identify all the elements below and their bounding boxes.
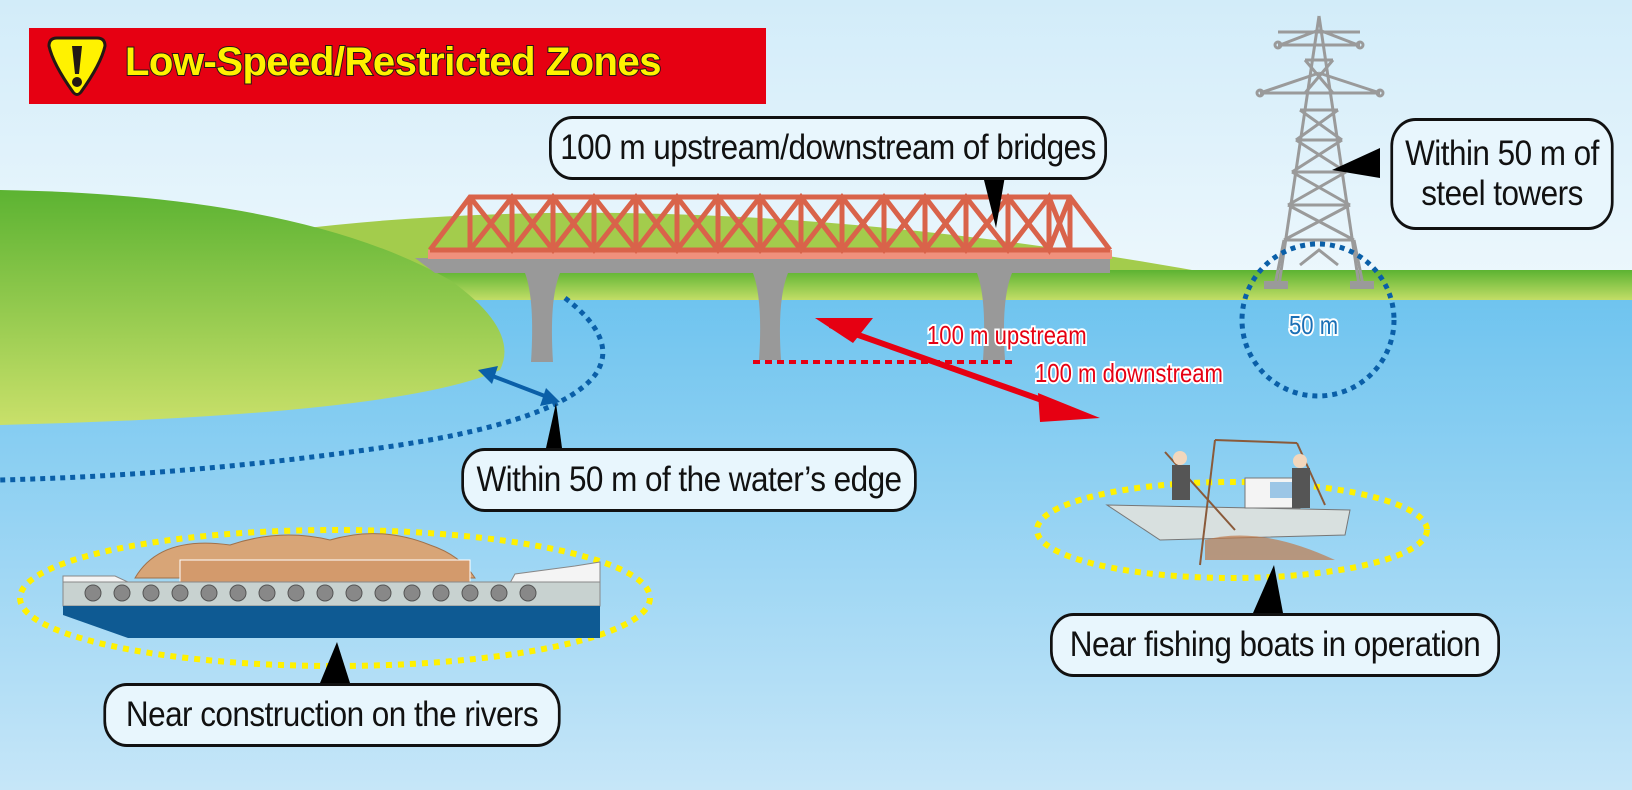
callout-towers-line2: steel towers bbox=[1421, 174, 1583, 213]
label-upstream: 100 m upstream bbox=[925, 318, 1088, 352]
callout-fishing-boats: Near fishing boats in operation bbox=[1050, 613, 1500, 677]
construction-zone-ellipse bbox=[17, 527, 653, 669]
fishing-zone-ellipse bbox=[1034, 479, 1430, 581]
label-tower-radius: 50 m bbox=[1287, 308, 1340, 342]
label-downstream: 100 m downstream bbox=[1033, 356, 1224, 390]
callout-bridges: 100 m upstream/downstream of bridges bbox=[549, 116, 1107, 180]
callout-fishing-text: Near fishing boats in operation bbox=[1069, 625, 1481, 664]
callout-water-edge-text: Within 50 m of the water’s edge bbox=[476, 460, 902, 499]
tower-footing-right bbox=[1350, 281, 1374, 289]
callout-pointers bbox=[320, 148, 1380, 683]
callout-construction-text: Near construction on the rivers bbox=[125, 695, 539, 734]
callout-water-edge: Within 50 m of the water’s edge bbox=[461, 448, 917, 512]
callout-towers-line1: Within 50 m of bbox=[1405, 134, 1599, 173]
title-banner: Low-Speed/Restricted Zones bbox=[29, 28, 766, 104]
construction-barge bbox=[62, 533, 601, 638]
tower-zone-circle bbox=[1239, 241, 1397, 399]
left-riverbank-hill bbox=[0, 190, 505, 425]
page-title: Low-Speed/Restricted Zones bbox=[124, 39, 662, 85]
steel-tower bbox=[1255, 15, 1385, 286]
callout-construction: Near construction on the rivers bbox=[103, 683, 561, 747]
callout-bridges-text: 100 m upstream/downstream of bridges bbox=[560, 128, 1096, 167]
warning-exclamation-icon bbox=[47, 36, 107, 96]
upstream-downstream-arrow bbox=[815, 318, 1100, 422]
water-edge-distance-arrow bbox=[478, 366, 560, 406]
far-riverbank bbox=[400, 270, 1632, 302]
callout-steel-towers: Within 50 m of steel towers bbox=[1390, 118, 1614, 230]
bridge-girder bbox=[428, 250, 1112, 259]
bridge-piers bbox=[525, 273, 1012, 362]
bridge-deck bbox=[415, 258, 1110, 273]
bridge-truss bbox=[428, 191, 1112, 256]
water-edge-zone-boundary bbox=[0, 296, 606, 483]
fishing-boat bbox=[1105, 439, 1351, 566]
tower-footing-left bbox=[1264, 281, 1288, 289]
